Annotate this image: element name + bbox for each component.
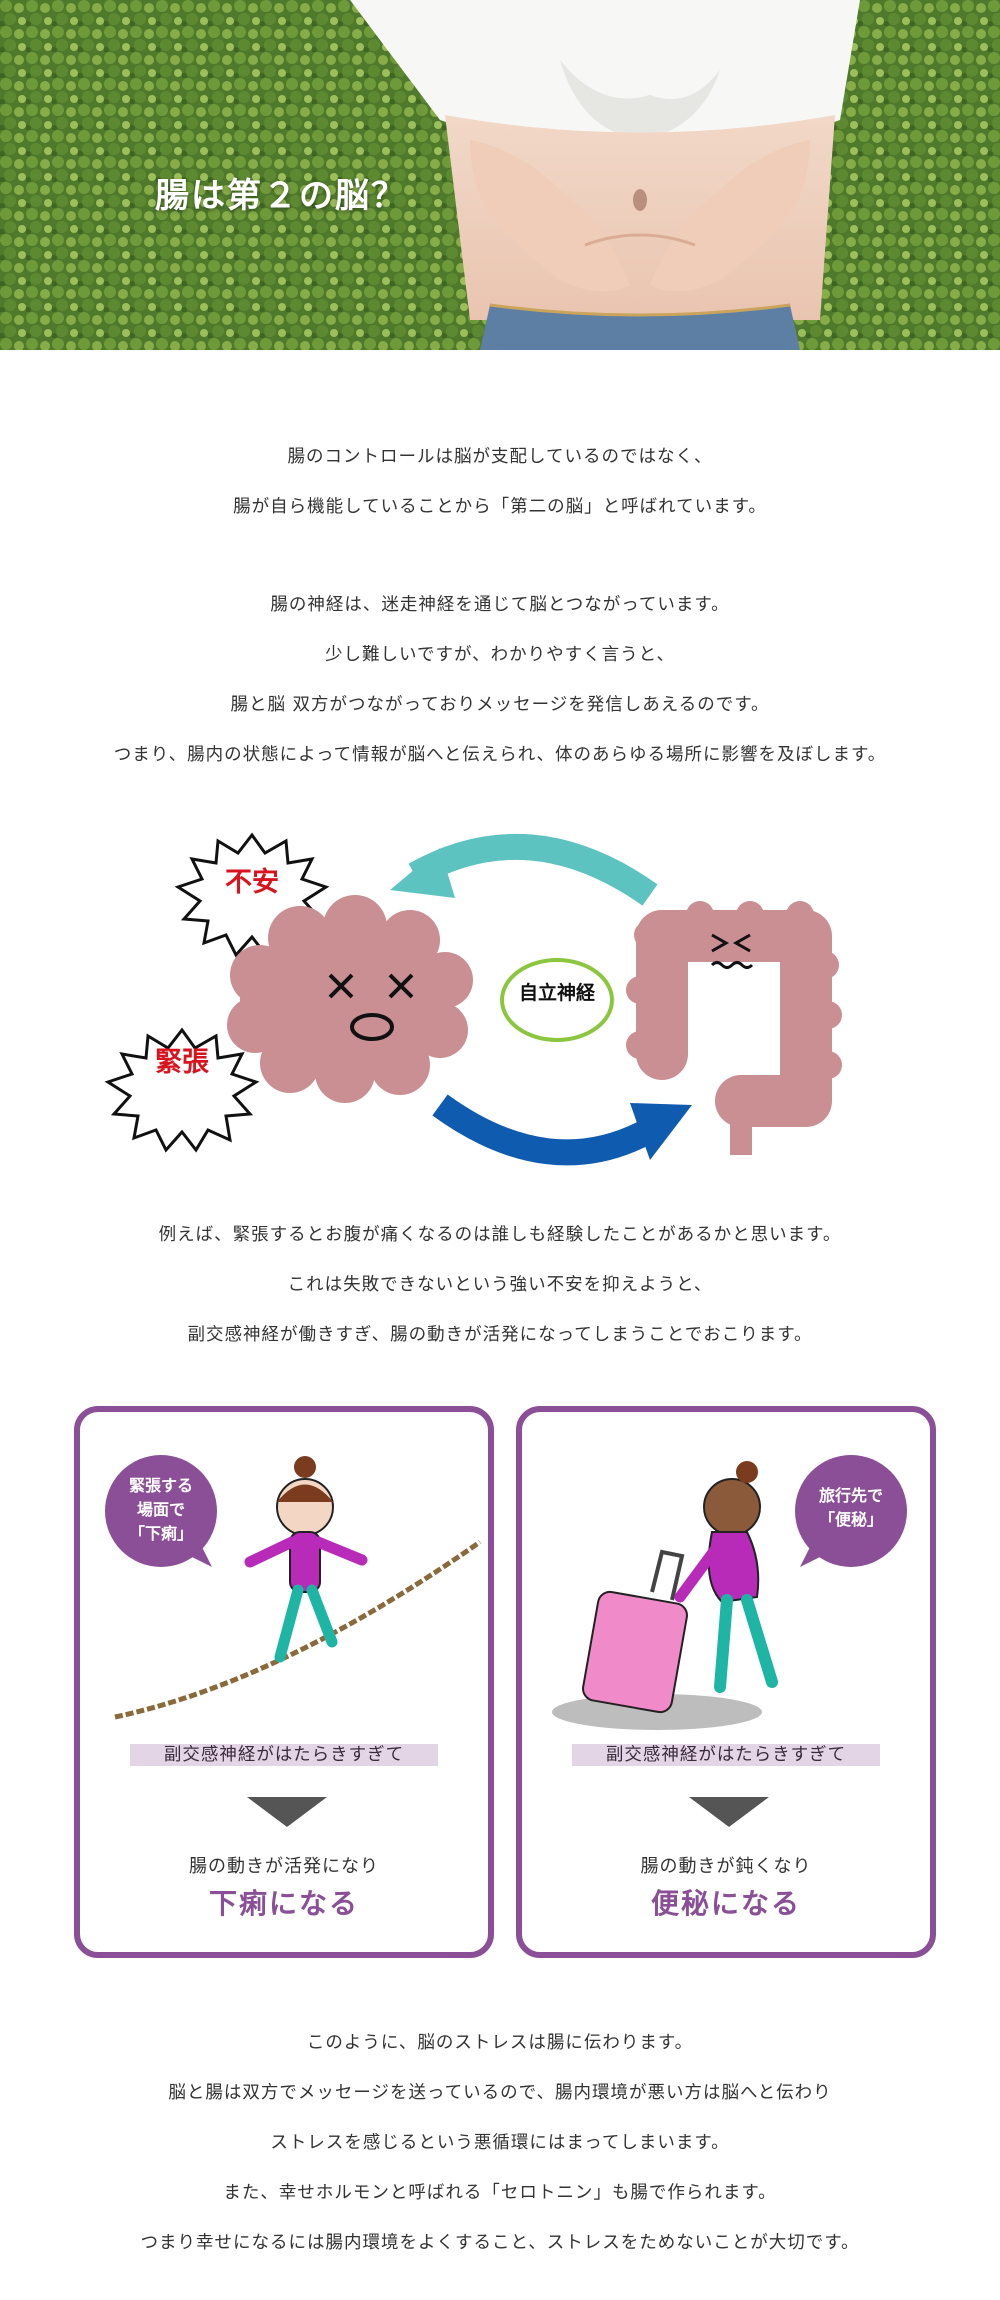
- diarrhea-card: 緊張する 場面で 「下痢」 副交感神経がはたらきすぎて 腸の動きが活発になり 下…: [74, 1406, 494, 1958]
- text-line: 副交感神経が働きすぎ、腸の動きが活発になってしまうことでおこります。: [187, 1325, 813, 1345]
- bubble-line: 緊張する: [128, 1476, 193, 1495]
- situation-bubble: 旅行先で 「便秘」: [792, 1452, 910, 1570]
- example-paragraph: 例えば、緊張するとお腹が痛くなるのは誰しも経験したことがあるかと思います。 これ…: [0, 1210, 1000, 1360]
- text-line: つまり、腸内の状態によって情報が脳へと伝えられ、体のあらゆる場所に影響を及ぼしま…: [113, 745, 887, 765]
- text-line: 腸のコントロールは脳が支配しているのではなく、: [287, 447, 713, 467]
- tension-label: 緊張: [155, 1047, 209, 1078]
- result-title: 便秘になる: [650, 1887, 801, 1920]
- hero-photo: [0, 0, 1000, 350]
- nerve-label: 自立神経: [518, 982, 595, 1004]
- text-line: つまり幸せになるには腸内環境をよくすること、ストレスをためないことが大切です。: [140, 2233, 860, 2253]
- text-line: 腸と脳 双方がつながっておりメッセージを発信しあえるのです。: [230, 695, 770, 715]
- situation-bubble: 緊張する 場面で 「下痢」: [102, 1452, 220, 1570]
- cause-label: 副交感神経がはたらきすぎて: [130, 1744, 438, 1766]
- tightrope-illustration: [114, 1456, 482, 1720]
- text-line: 脳と腸は双方でメッセージを送っているので、腸内環境が悪い方は脳へと伝わり: [168, 2083, 832, 2103]
- anxiety-label: 不安: [225, 867, 279, 898]
- intestine-icon: [626, 901, 842, 1155]
- arrow-to-gut-icon: [432, 1094, 692, 1166]
- brain-icon: [227, 895, 473, 1103]
- text-line: 少し難しいですが、わかりやすく言うと、: [325, 645, 675, 665]
- traveler-illustration: [552, 1461, 778, 1730]
- text-line: ストレスを感じるという悪循環にはまってしまいます。: [270, 2133, 730, 2153]
- result-subtitle: 腸の動きが鈍くなり: [640, 1856, 812, 1877]
- closing-paragraph: このように、脳のストレスは腸に伝わります。 脳と腸は双方でメッセージを送っている…: [0, 2018, 1000, 2268]
- page-title: 腸は第２の脳？: [155, 176, 407, 216]
- down-arrow-icon: [689, 1797, 769, 1827]
- text-line: 例えば、緊張するとお腹が痛くなるのは誰しも経験したことがあるかと思います。: [158, 1225, 842, 1245]
- text-line: 腸の神経は、迷走神経を通じて脳とつながっています。: [270, 595, 730, 615]
- bubble-line: 「下痢」: [128, 1524, 193, 1543]
- constipation-card: 旅行先で 「便秘」 副交感神経がはたらきすぎて 腸の動きが鈍くなり 便秘になる: [516, 1406, 936, 1958]
- text-line: このように、脳のストレスは腸に伝わります。: [306, 2033, 694, 2053]
- text-line: また、幸せホルモンと呼ばれる「セロトニン」も腸で作られます。: [223, 2183, 777, 2203]
- text-line: これは失敗できないという強い不安を抑えようと、: [287, 1275, 713, 1295]
- intro-paragraph-1: 腸のコントロールは脳が支配しているのではなく、 腸が自ら機能していることから「第…: [0, 432, 1000, 532]
- down-arrow-icon: [247, 1797, 327, 1827]
- tension-burst-icon: [104, 1027, 260, 1153]
- cause-label: 副交感神経がはたらきすぎて: [572, 1744, 880, 1766]
- brain-gut-diagram: 不安 緊張 自立神経: [100, 815, 900, 1170]
- bubble-line: 旅行先で: [818, 1486, 883, 1505]
- nerve-ring-icon: [500, 958, 614, 1042]
- bubble-line: 場面で: [136, 1500, 185, 1519]
- hero-banner: 腸は第２の脳？: [0, 0, 1000, 350]
- arrow-to-brain-icon: [390, 833, 658, 906]
- diagram-illustration: [104, 832, 842, 1166]
- text-line: 腸が自ら機能していることから「第二の脳」と呼ばれています。: [233, 497, 767, 517]
- result-subtitle: 腸の動きが活発になり: [189, 1856, 379, 1877]
- result-title: 下痢になる: [208, 1887, 359, 1920]
- bubble-line: 「便秘」: [818, 1510, 883, 1529]
- intro-paragraph-2: 腸の神経は、迷走神経を通じて脳とつながっています。 少し難しいですが、わかりやす…: [0, 580, 1000, 780]
